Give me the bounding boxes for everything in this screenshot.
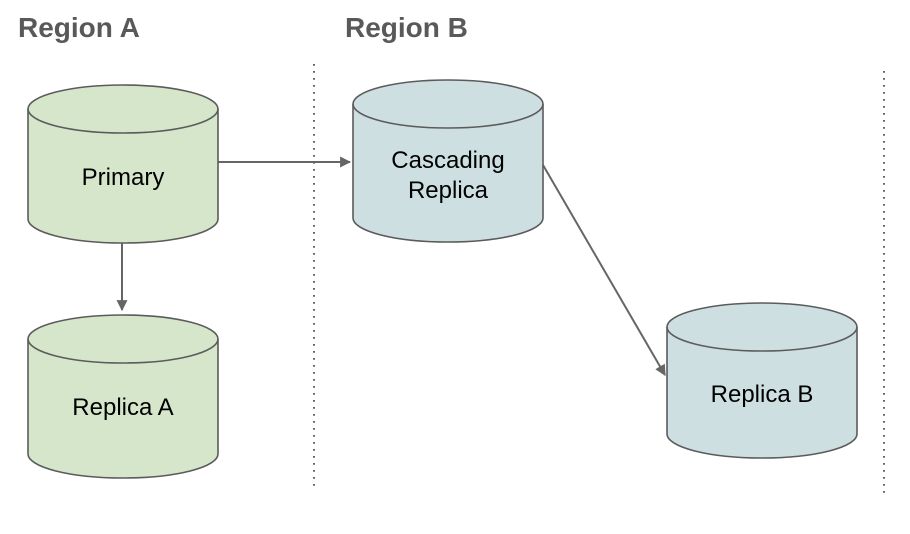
primary-node-label: Primary [81,164,165,191]
replica-a-cylinder-body [27,314,219,479]
primary-cylinder-top-arc [27,108,219,134]
replica-a-cylinder-top-arc [27,338,219,364]
cascading-replica-node [352,79,544,243]
replica-b-cylinder-top-arc [666,326,858,352]
cascading-replica-cylinder-top-arc [352,103,544,129]
replica-a-node [27,314,219,479]
region-b-title: Region B [345,12,468,43]
replica-b-node [666,302,858,459]
primary-cylinder-body [27,84,219,244]
cascading-replica-cylinder-body [352,79,544,243]
primary-node [27,84,219,244]
replica-b-cylinder-body [666,302,858,459]
region-a-title: Region A [18,12,140,43]
replica-b-node-label: Replica B [710,381,814,408]
cascading-replica-node-label: Cascading Replica [391,147,505,204]
edge-cascading-replica-to-replica-b [542,164,666,376]
replica-a-node-label: Replica A [72,394,174,421]
